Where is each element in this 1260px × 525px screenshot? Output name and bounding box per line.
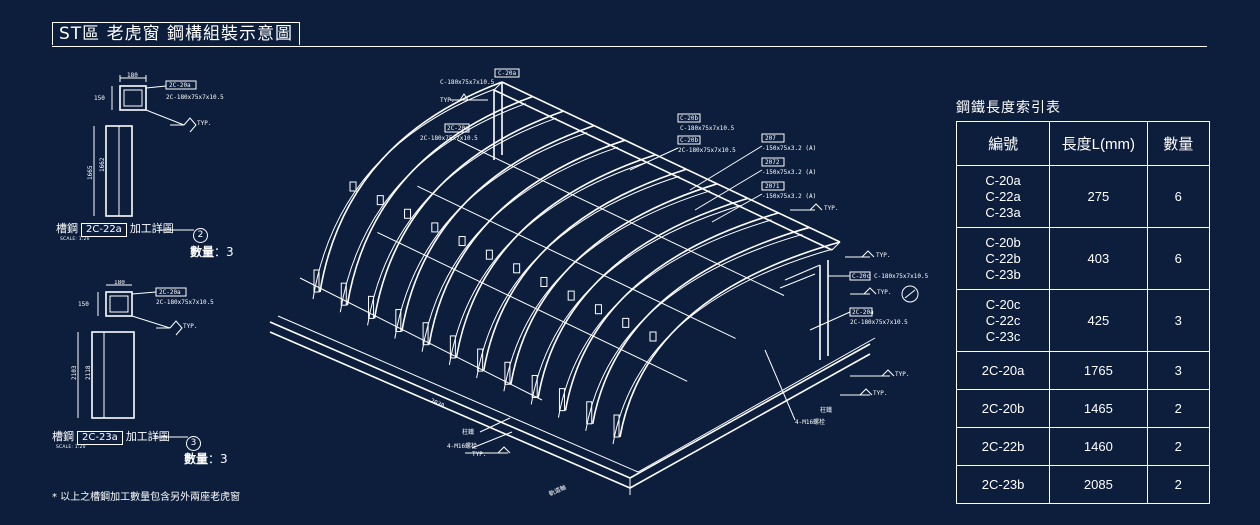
svg-text:2C-20a: 2C-20a: [159, 289, 181, 296]
channel-section: [119, 85, 147, 111]
svg-text:C-180x75x7x10.5: C-180x75x7x10.5: [440, 79, 495, 86]
svg-text:2C-20a: 2C-20a: [852, 309, 874, 316]
svg-text:C-180x75x7x10.5: C-180x75x7x10.5: [874, 273, 929, 280]
table-row: 2C-22b 1460 2: [955, 427, 1211, 466]
leaders: C-20a C-180x75x7x10.5 TYP. 2C-20a 2C-180…: [420, 68, 929, 498]
svg-text:150: 150: [78, 301, 89, 308]
svg-text:C-20b: C-20b: [680, 137, 698, 144]
svg-text:C-180x75x7x10.5: C-180x75x7x10.5: [680, 125, 735, 132]
detail-a-drawing: 180 150 2C-20a 2C-180x75x7x10.5 TYP. 166…: [87, 72, 224, 217]
svg-text:TYP.: TYP.: [440, 97, 454, 104]
svg-text:TYP.: TYP.: [824, 205, 838, 212]
svg-text:2103: 2103: [71, 365, 78, 380]
svg-text:180: 180: [114, 280, 125, 286]
col-header-id: 編號: [955, 121, 1051, 166]
svg-text:TYP.: TYP.: [472, 451, 486, 458]
svg-text:2C-180x75x7x10.5: 2C-180x75x7x10.5: [678, 147, 736, 154]
page-title: ST區 老虎窗 鋼構組裝示意圖: [52, 22, 300, 45]
svg-text:-150x75x3.2 (A): -150x75x3.2 (A): [762, 145, 816, 152]
rafters: [312, 81, 841, 445]
svg-text:TYP.: TYP.: [895, 371, 909, 378]
part-id: 2C-23a: [77, 431, 123, 445]
svg-text:柱鐵: 柱鐵: [820, 406, 832, 414]
svg-text:2C-20a: 2C-20a: [447, 125, 469, 132]
col-header-length: 長度L(mm): [1049, 121, 1148, 166]
dim-width: 180: [127, 72, 138, 79]
ridge-beams: [493, 81, 841, 360]
part-id: 2C-22a: [81, 223, 127, 237]
svg-text:TYP.: TYP.: [873, 390, 887, 397]
svg-text:4-M16螺栓: 4-M16螺栓: [795, 418, 825, 426]
base-rails: [269, 277, 876, 495]
table-row: 2C-20a 1765 3: [955, 351, 1211, 390]
detail-b-qty: 數量：3: [184, 452, 228, 466]
svg-text:2C-180x75x7x10.5: 2C-180x75x7x10.5: [420, 135, 478, 142]
detail-number: 2: [193, 228, 208, 243]
svg-text:C-20a: C-20a: [498, 70, 516, 77]
isometric-frame-drawing: C-20a C-180x75x7x10.5 TYP. 2C-20a 2C-180…: [269, 68, 929, 498]
svg-text:柱鐵: 柱鐵: [462, 428, 474, 436]
svg-text:2C-180x75x7x10.5: 2C-180x75x7x10.5: [850, 319, 908, 326]
footnote: * 以上之槽鋼加工數量包含另外兩座老虎窗: [52, 492, 241, 503]
svg-text:軌道軸: 軌道軸: [548, 483, 568, 498]
detail-b-drawing: 180 150 2C-20a 2C-180x75x7x10.5 TYP. 210…: [71, 280, 214, 419]
svg-text:-150x75x3.2 (A): -150x75x3.2 (A): [762, 193, 816, 200]
svg-text:-150x75x3.2 (A): -150x75x3.2 (A): [762, 169, 816, 176]
svg-text:TYP.: TYP.: [183, 323, 197, 330]
svg-text:TYP.: TYP.: [877, 289, 891, 296]
svg-text:C-20c: C-20c: [852, 273, 870, 280]
svg-text:1662: 1662: [99, 157, 106, 172]
svg-text:2118: 2118: [85, 365, 92, 380]
table-header-row: 編號 長度L(mm) 數量: [955, 121, 1211, 166]
title-bar: ST區 老虎窗 鋼構組裝示意圖: [52, 22, 1207, 47]
svg-text:TYP.: TYP.: [197, 120, 211, 127]
table-row: 2C-20b 1465 2: [955, 389, 1211, 428]
detail-number: 3: [186, 436, 201, 451]
svg-text:C-20b: C-20b: [680, 115, 698, 122]
svg-text:2071: 2071: [765, 183, 780, 190]
index-table-title: 鋼鐵長度索引表: [956, 100, 1061, 116]
svg-text:4-M16螺栓: 4-M16螺栓: [447, 442, 477, 450]
svg-text:207: 207: [765, 135, 776, 142]
col-header-qty: 數量: [1146, 121, 1211, 166]
dim-height: 150: [94, 95, 105, 102]
detail-a-qty: 數量：3: [190, 245, 234, 259]
svg-text:2030: 2030: [429, 397, 445, 409]
detail-a-scale: SCALE: 1:20: [60, 237, 90, 242]
detail-b-scale: SCALE: 1:20: [56, 445, 86, 450]
svg-text:2072: 2072: [765, 159, 780, 166]
svg-text:1665: 1665: [87, 165, 94, 180]
section-spec: 2C-180x75x7x10.5: [166, 94, 224, 101]
svg-text:2C-180x75x7x10.5: 2C-180x75x7x10.5: [156, 299, 214, 306]
svg-text:TYP.: TYP.: [876, 252, 890, 259]
section-tag: 2C-20a: [169, 82, 191, 89]
table-row: 2C-23b 2085 2: [955, 465, 1211, 504]
